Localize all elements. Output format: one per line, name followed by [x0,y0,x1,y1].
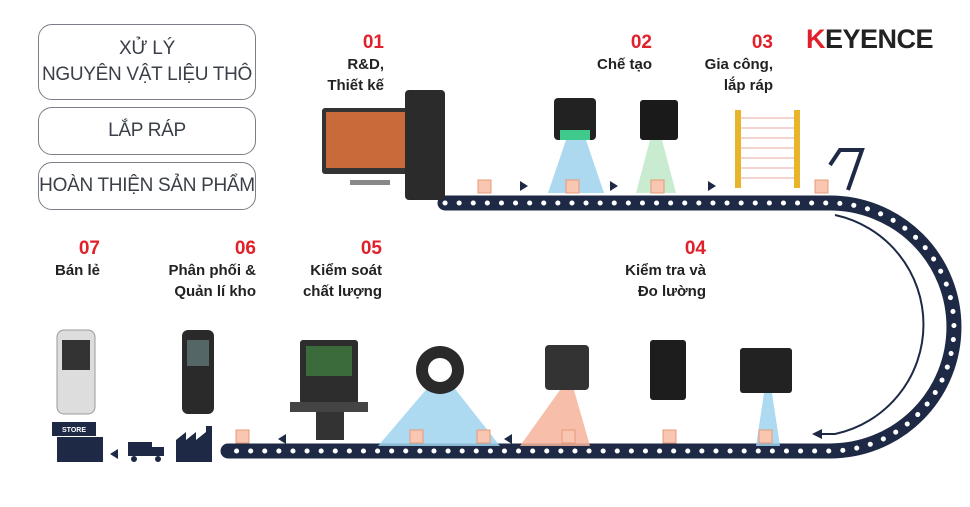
camera-beam [548,140,604,193]
store-sign: STORE [62,427,86,434]
arrow-icon [812,429,822,439]
arrow-left-icon [278,434,286,444]
package [409,429,424,444]
keyence-logo: KEYENCE [806,24,934,54]
robot-arm [828,148,865,191]
package [561,429,576,444]
package [650,179,665,194]
category-label: LẮP RÁP [108,120,186,141]
truck-icon [128,442,152,456]
arrow-right-icon [708,181,716,191]
package [476,429,491,444]
category-label: NGUYÊN VẬT LIỆU THÔ [41,64,253,85]
package [235,429,250,444]
step-06: 06 Phân phối & Quản lí kho [168,238,257,300]
store-icon [57,437,103,462]
code-reader [545,345,589,390]
package [477,179,492,194]
step-01: 01 R&D, Thiết kế [327,32,384,94]
return-arrow [815,214,925,435]
package [758,429,773,444]
arrow-right-icon [520,181,528,191]
microscope-system [322,90,445,200]
arrow-left-icon [110,449,118,459]
sensor-head [740,348,792,393]
step-04: 04 Kiểm tra và Đo lường [625,238,706,300]
factory-icon [176,426,212,462]
laser-marker [640,100,678,140]
step-07: 07 Bán lẻ [54,238,100,279]
category-finishing: HOÀN THIỆN SẢN PHẨM [38,162,256,210]
red-beam [520,390,590,446]
category-assembly: LẮP RÁP [38,107,256,155]
step-03: 03 Gia công, lắp ráp [704,32,773,94]
package [565,179,580,194]
package [662,429,677,444]
ring-light-beam [378,385,500,446]
package [814,179,829,194]
step-05: 05 Kiểm soát chất lượng [302,238,382,300]
light-curtain [735,110,741,188]
laser-beam [636,140,676,193]
camera-device [554,98,596,140]
category-raw-materials: XỬ LÝ NGUYÊN VẬT LIỆU THÔ [38,24,256,100]
category-label: XỬ LÝ [119,38,175,59]
category-label: HOÀN THIỆN SẢN PHẨM [39,175,255,196]
controller-unit [650,340,686,400]
arrow-right-icon [610,181,618,191]
arrow-left-icon [504,434,512,444]
step-02: 02 Chế tạo [596,32,652,73]
